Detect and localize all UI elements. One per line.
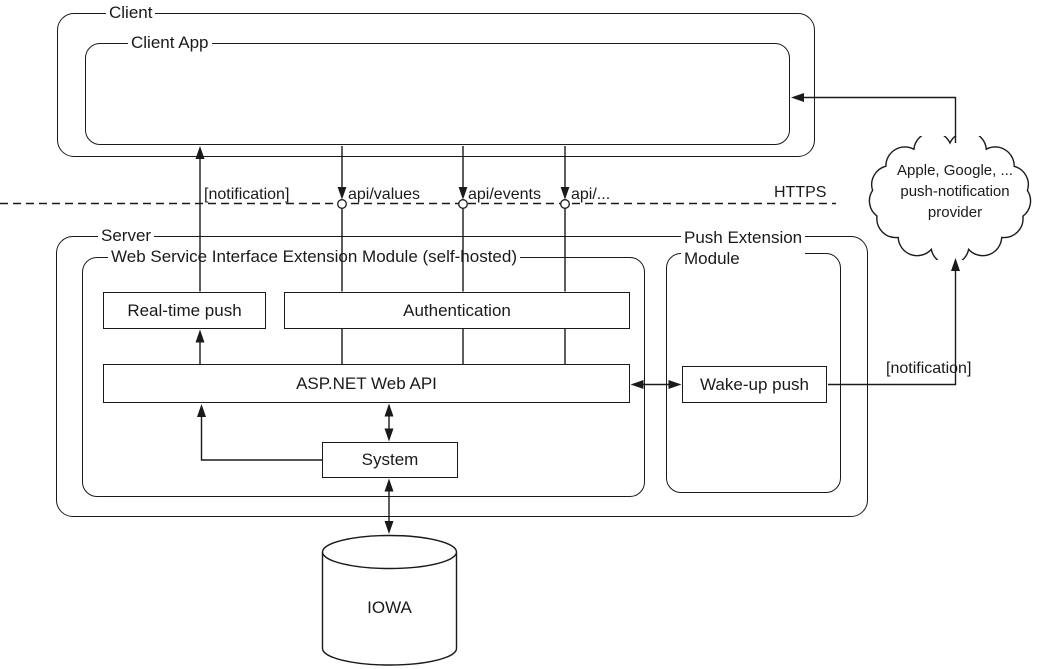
client-app-box <box>85 43 790 145</box>
notification-boundary-label: [notification] <box>204 186 290 203</box>
api-values-lollipop <box>337 199 347 209</box>
system-box: System <box>322 442 458 478</box>
cylinder-body <box>321 552 458 666</box>
api-more-lollipop <box>560 199 570 209</box>
push-provider-line2: push-notification <box>900 183 1010 200</box>
api-events-label: api/events <box>468 186 541 203</box>
arrow-down-api-more <box>560 187 570 200</box>
client-title: Client <box>106 4 156 22</box>
push-extension-title-line1: Push Extension <box>684 228 803 247</box>
iowa-database-label: IOWA <box>367 598 412 617</box>
arrow-down-api-events <box>458 187 468 200</box>
wakeup-push-box: Wake-up push <box>682 366 827 403</box>
push-extension-title-line2: Module <box>684 249 740 268</box>
client-app-title: Client App <box>128 34 212 52</box>
system-label: System <box>361 450 419 469</box>
authentication-box: Authentication <box>284 292 630 329</box>
aspnet-webapi-box: ASP.NET Web API <box>103 364 630 403</box>
wakeup-push-label: Wake-up push <box>700 374 809 394</box>
api-events-lollipop <box>458 199 468 209</box>
push-extension-module-title: Push Extension Module <box>681 227 806 269</box>
server-title: Server <box>98 227 155 245</box>
iowa-database-cylinder <box>321 534 458 666</box>
arrow-down-api-values <box>337 187 347 200</box>
api-values-label: api/values <box>348 186 421 203</box>
aspnet-webapi-label: ASP.NET Web API <box>296 373 437 393</box>
push-provider-text: Apple, Google, ... push-notification pro… <box>875 160 1035 223</box>
push-provider-line3: provider <box>927 204 983 221</box>
authentication-label: Authentication <box>403 300 511 320</box>
push-provider-cloud <box>868 136 1032 260</box>
https-label: HTTPS <box>774 184 827 201</box>
api-more-label: api/... <box>571 186 611 203</box>
web-service-module-title: Web Service Interface Extension Module (… <box>108 248 520 266</box>
cylinder-top <box>321 534 458 570</box>
client-box <box>57 13 815 157</box>
cloud-outline <box>868 136 1032 260</box>
realtime-push-box: Real-time push <box>103 292 266 329</box>
push-provider-line1: Apple, Google, ... <box>897 162 1013 179</box>
wakeup-notification-label: [notification] <box>886 360 972 377</box>
realtime-push-label: Real-time push <box>127 300 242 320</box>
